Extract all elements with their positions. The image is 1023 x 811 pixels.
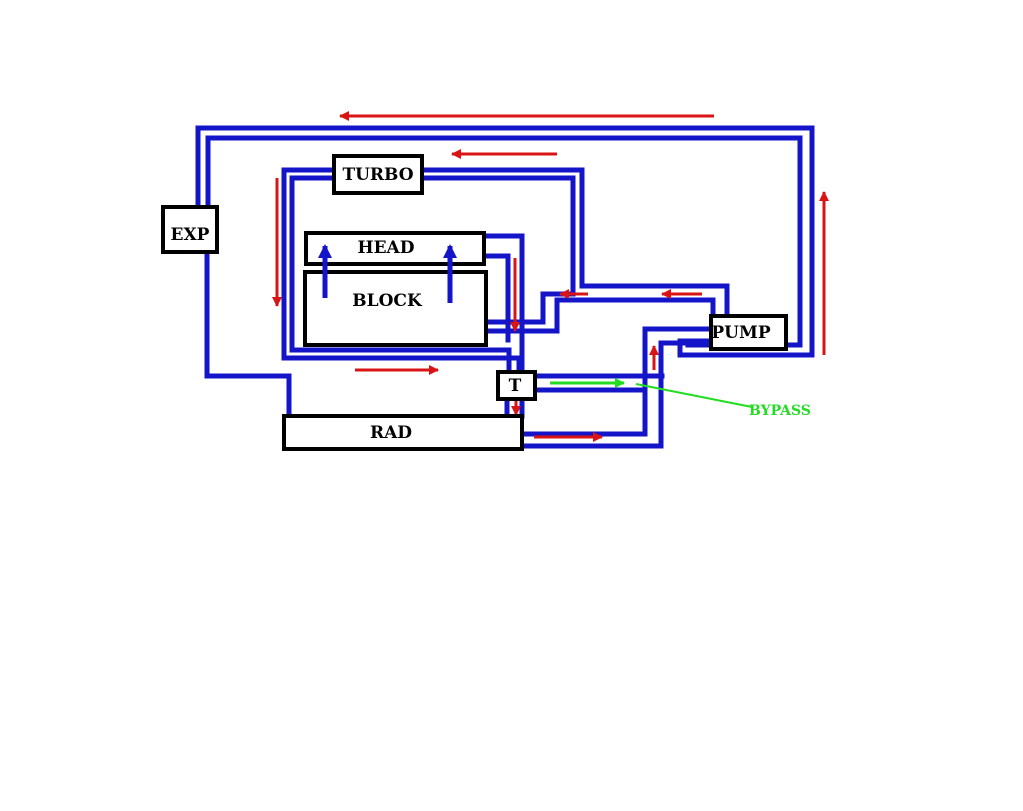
pump-box: PUMP bbox=[709, 314, 788, 351]
bypass-indicator: BYPASS bbox=[550, 378, 811, 419]
pipe-head-outlet-inner bbox=[481, 253, 511, 343]
pipe-rad-to-pump-outer bbox=[519, 340, 691, 449]
turbo-label: TURBO bbox=[342, 165, 413, 185]
internal-flow-arrows bbox=[318, 244, 457, 303]
pipe-turbo-to-pump bbox=[418, 167, 730, 319]
pipe-pump-to-block bbox=[484, 297, 716, 334]
thermostat-box: T bbox=[496, 370, 537, 401]
exp-label: EXP bbox=[171, 225, 210, 245]
block-label: BLOCK bbox=[352, 291, 423, 311]
pipe-bypass bbox=[532, 373, 665, 393]
pipe-turbo-loop-outer bbox=[281, 167, 522, 378]
bypass-label: BYPASS bbox=[749, 403, 811, 419]
pipe-turbo-to-pump-inner bbox=[418, 175, 576, 325]
rad-label: RAD bbox=[370, 423, 412, 443]
pipe-exp-to-rad bbox=[204, 249, 292, 419]
turbo-box: TURBO bbox=[332, 154, 424, 195]
rad-box: RAD bbox=[282, 414, 524, 451]
exp-box: EXP bbox=[161, 205, 219, 254]
thermostat-label: T bbox=[509, 376, 522, 396]
pipe-rad-to-pump bbox=[519, 326, 714, 437]
pump-label: PUMP bbox=[711, 323, 770, 343]
bypass-leader-line bbox=[635, 383, 753, 408]
pipe-turbo-loop-inner bbox=[289, 175, 512, 378]
block-box: BLOCK bbox=[303, 270, 488, 347]
head-label: HEAD bbox=[358, 238, 415, 258]
head-box: HEAD bbox=[304, 231, 486, 266]
flow-arrows bbox=[272, 111, 829, 442]
pipe-head-outlet bbox=[481, 233, 525, 375]
